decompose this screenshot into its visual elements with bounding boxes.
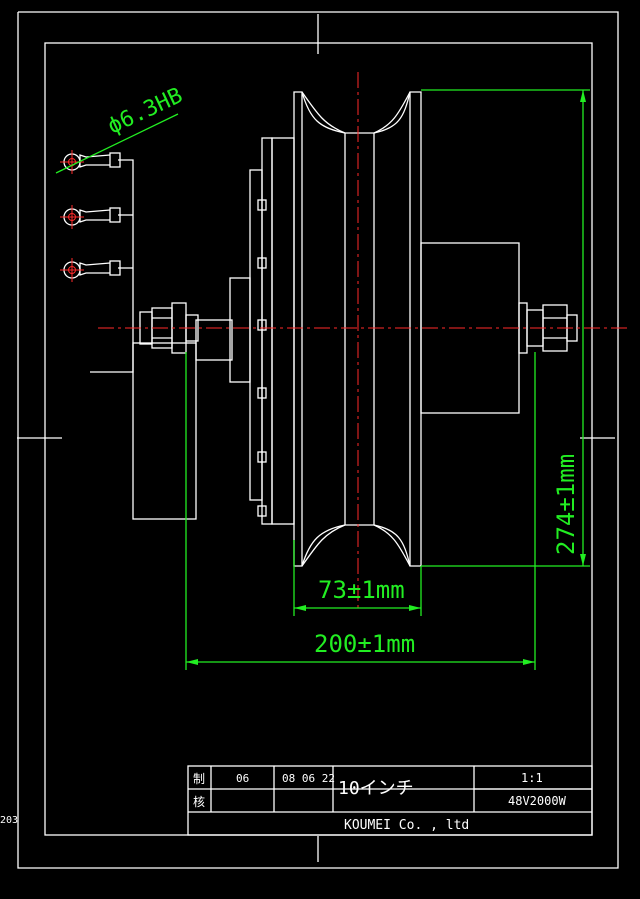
- left-bracket: [132, 319, 233, 520]
- title-row2-label: 核: [193, 795, 205, 809]
- title-row1-label: 制: [193, 772, 205, 786]
- title-row1-number: 06: [236, 772, 249, 785]
- margin-note: 203: [0, 815, 18, 826]
- title-row1-date: 08 06 22: [282, 772, 335, 785]
- terminal-spec-label: ϕ6.3HB: [104, 83, 187, 139]
- center-lines: [98, 72, 630, 612]
- height-dimension-label: 274±1mm: [552, 454, 580, 555]
- drawing-title: 10インチ: [338, 778, 414, 799]
- company-name: KOUMEI Co. , ltd: [344, 818, 469, 833]
- title-block: [187, 765, 593, 836]
- motor-model: 48V2000W: [508, 794, 567, 808]
- dimension-lines: [55, 89, 590, 670]
- drawing-scale: 1:1: [521, 771, 543, 785]
- cable-assembly: [60, 150, 134, 373]
- drawing-frame: [17, 11, 619, 869]
- rim-width-dimension-label: 73±1mm: [318, 576, 405, 604]
- hub-body: [229, 91, 528, 567]
- overall-width-dimension-label: 200±1mm: [314, 630, 415, 658]
